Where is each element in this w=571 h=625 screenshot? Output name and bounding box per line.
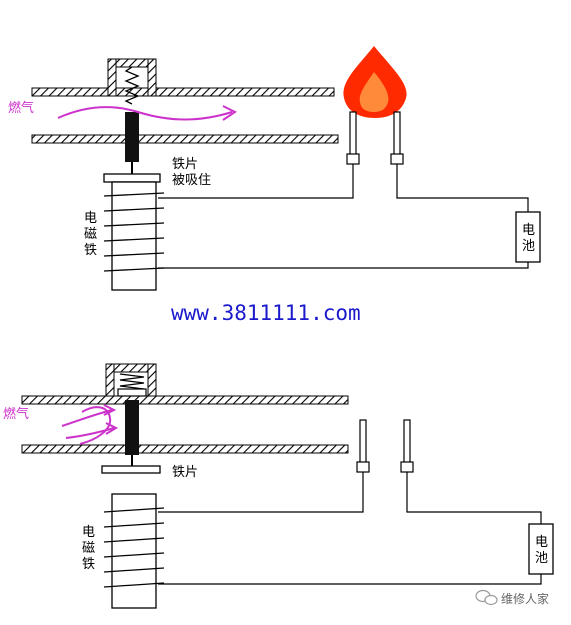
top-magnet-label-1: 电 bbox=[84, 211, 97, 226]
top-battery bbox=[515, 211, 541, 263]
top-wires bbox=[158, 164, 529, 269]
top-valve-housing bbox=[107, 58, 157, 97]
top-battery-label-2: 池 bbox=[522, 239, 535, 254]
bottom-magnet-label-2: 磁 bbox=[82, 541, 95, 556]
bottom-thermocouple-left bbox=[359, 419, 367, 465]
bottom-magnet-label-3: 铁 bbox=[82, 557, 95, 572]
bottom-gas-flow-arrow bbox=[61, 404, 119, 445]
top-valve-spring bbox=[124, 66, 140, 105]
bottom-battery-label-2: 池 bbox=[535, 551, 548, 566]
bottom-terminal-right bbox=[400, 461, 414, 473]
top-gas-flow-arrow bbox=[57, 106, 233, 121]
bottom-wires bbox=[158, 472, 542, 585]
bottom-valve-seat bbox=[117, 388, 147, 397]
bottom-battery-label-1: 电 bbox=[535, 535, 548, 550]
bottom-electromagnet-core bbox=[111, 493, 157, 609]
bottom-gas-label: 燃气 bbox=[3, 406, 29, 422]
wechat-icon bbox=[475, 589, 498, 606]
top-terminal-right bbox=[390, 153, 404, 165]
bottom-terminal-left bbox=[356, 461, 370, 473]
watermark-text: 维修人家 bbox=[501, 591, 549, 606]
top-gas-label: 燃气 bbox=[8, 100, 34, 116]
top-magnet-label-3: 铁 bbox=[84, 243, 97, 258]
bottom-iron-plate bbox=[101, 465, 161, 474]
top-pipe-lower-wall bbox=[31, 134, 339, 144]
top-magnet-label-2: 磁 bbox=[84, 227, 97, 242]
top-plunger-rod bbox=[125, 112, 139, 162]
url-text: www.3811111.com bbox=[171, 301, 361, 325]
top-thermocouple-left bbox=[349, 111, 357, 157]
top-electromagnet-coil bbox=[103, 192, 165, 272]
top-terminal-left bbox=[346, 153, 360, 165]
watermark: 维修人家 bbox=[475, 589, 549, 606]
bottom-thermocouple-right bbox=[403, 419, 411, 465]
bottom-plate-label: 铁片 bbox=[172, 465, 198, 480]
bottom-pipe-upper-wall bbox=[21, 395, 349, 405]
bottom-electromagnet-coil bbox=[103, 507, 165, 588]
top-pipe-upper-wall bbox=[31, 87, 335, 97]
top-diagram: 燃气 铁片 被吸住 电 磁 铁 bbox=[8, 46, 541, 291]
bottom-diagram: 铁片 燃气 电 磁 铁 bbox=[3, 363, 554, 609]
top-flame-icon bbox=[343, 46, 407, 118]
top-plate-label: 铁片 bbox=[172, 157, 198, 172]
top-electromagnet-core bbox=[111, 181, 157, 291]
bottom-magnet-label-1: 电 bbox=[82, 525, 95, 540]
bottom-valve-housing bbox=[105, 363, 157, 397]
top-battery-label-1: 电 bbox=[522, 223, 535, 238]
bottom-battery bbox=[528, 523, 554, 575]
top-thermocouple-right bbox=[393, 111, 401, 157]
bottom-valve-spring bbox=[119, 373, 145, 390]
bottom-plunger-rod bbox=[125, 400, 139, 455]
top-iron-plate bbox=[103, 173, 161, 183]
top-plate-status-label: 被吸住 bbox=[172, 173, 211, 188]
bottom-pipe-lower-wall bbox=[21, 444, 349, 454]
